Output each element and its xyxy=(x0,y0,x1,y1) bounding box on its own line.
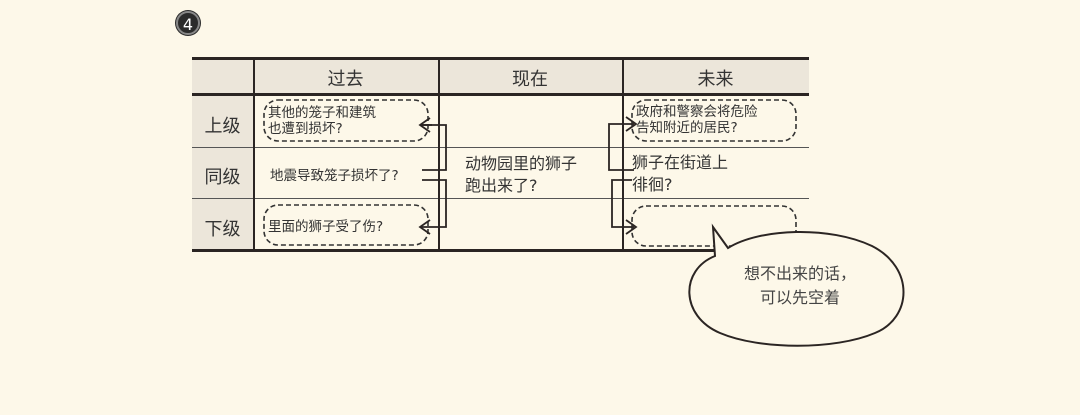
step-number-badge: 4 xyxy=(176,11,200,35)
cell-past-same: 地震导致笼子损坏了? xyxy=(270,168,399,184)
row-divider xyxy=(192,198,809,200)
cell-future-same: 狮子在街道上 徘徊? xyxy=(632,153,729,194)
header-past: 过去 xyxy=(327,69,364,90)
table-bottom-border xyxy=(192,249,809,252)
row-divider xyxy=(192,147,809,149)
header-present: 现在 xyxy=(512,69,548,90)
speech-bubble-line2: 可以先空着 xyxy=(759,288,840,307)
column-divider xyxy=(253,57,255,252)
cell-future-upper: 政府和警察会将危险 告知附近的居民? xyxy=(636,104,758,136)
cell-present-same: 动物园里的狮子 跑出来了? xyxy=(465,154,578,195)
table-top-border xyxy=(192,57,809,60)
row-label-same: 同级 xyxy=(204,167,241,188)
row-label-upper: 上级 xyxy=(204,116,241,137)
speech-bubble-line1: 想不出来的话， xyxy=(743,264,856,283)
cell-past-upper: 其他的笼子和建筑 也遭到损坏? xyxy=(268,105,376,137)
speech-bubble-text: 想不出来的话， 可以先空着 xyxy=(700,262,900,310)
header-row-background xyxy=(192,59,809,94)
header-future: 未来 xyxy=(697,69,734,90)
abstraction-time-table: 过去 现在 未来 上级 同级 下级 其他的笼子和建筑 也遭到损坏? 地震导致笼子… xyxy=(192,57,809,252)
cell-past-lower: 里面的狮子受了伤? xyxy=(268,219,384,235)
row-label-lower: 下级 xyxy=(204,219,241,240)
header-bottom-border xyxy=(192,93,809,96)
label-column-background xyxy=(192,94,253,250)
